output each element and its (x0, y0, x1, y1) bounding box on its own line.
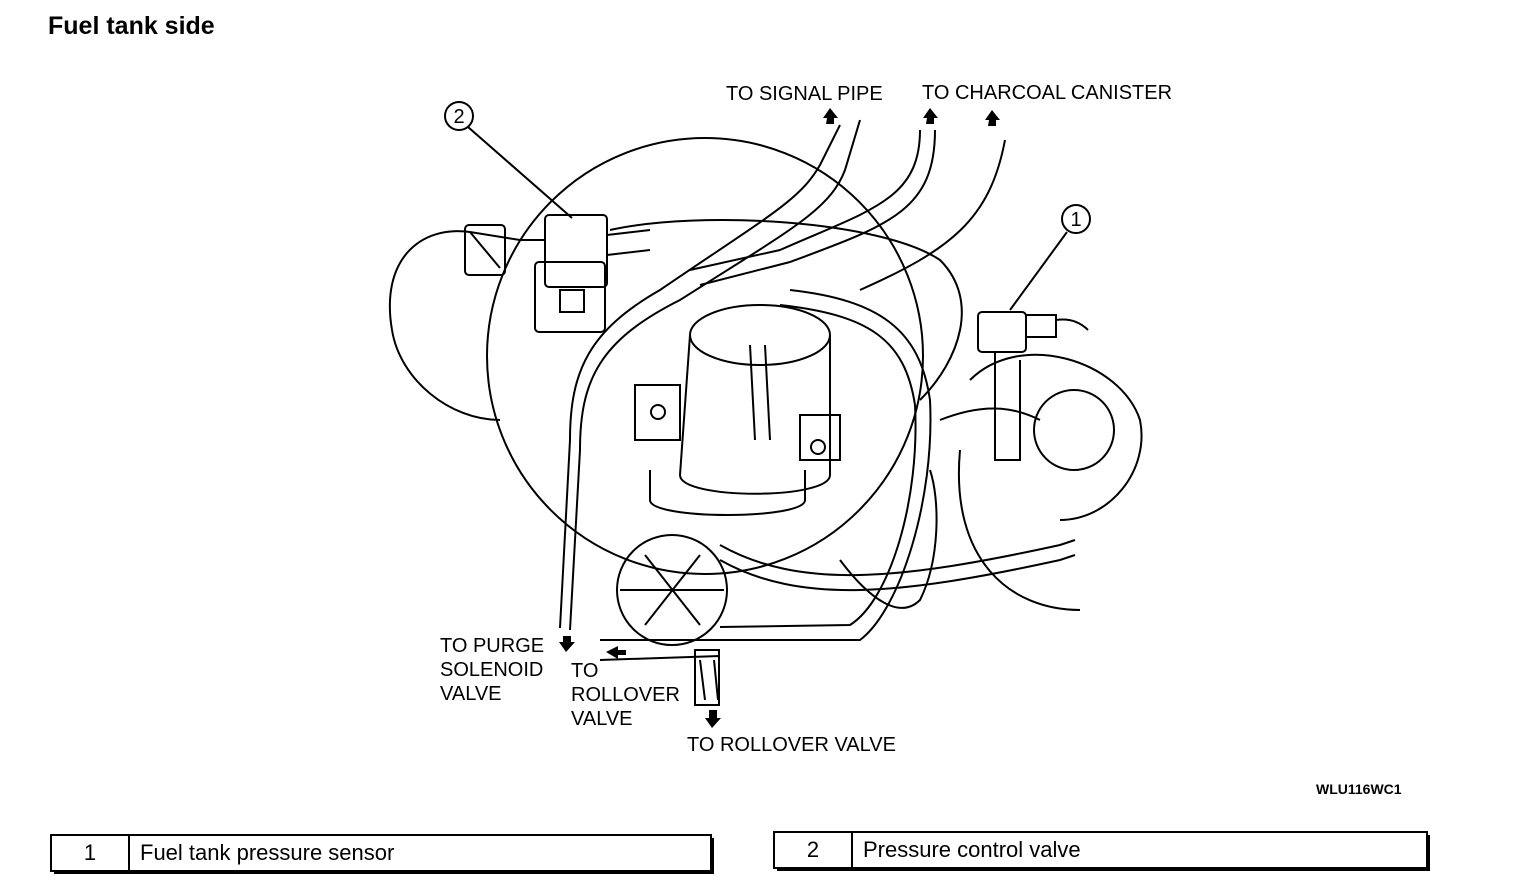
label-to-charcoal-canister: TO CHARCOAL CANISTER (922, 82, 1173, 104)
label-to-purge-solenoid-valve: TO PURGE SOLENOID VALVE (440, 635, 545, 705)
fuel-tank-pressure-sensor (977, 311, 1089, 461)
callout-1: 1 (1009, 204, 1091, 311)
legend-text: Fuel tank pressure sensor (128, 834, 712, 872)
label-to-rollover-valve-bottom: TO ROLLOVER VALVE (687, 734, 896, 756)
flow-arrows (559, 108, 1000, 728)
callout-2: 2 (444, 101, 573, 219)
label-to-rollover-valve-left: TO ROLLOVER VALVE (571, 660, 680, 730)
legend-text: Pressure control valve (851, 831, 1428, 869)
page-title: Fuel tank side (48, 12, 215, 40)
legend-item-1: 1 Fuel tank pressure sensor (50, 834, 712, 872)
svg-text:2: 2 (453, 106, 464, 128)
legend-item-2: 2 Pressure control valve (773, 831, 1428, 869)
detail-circle (486, 137, 924, 575)
figure-code: WLU116WC1 (1316, 781, 1402, 797)
label-to-signal-pipe: TO SIGNAL PIPE (726, 83, 883, 105)
legend-number: 1 (50, 834, 130, 872)
svg-text:1: 1 (1070, 209, 1081, 231)
pressure-control-valve (464, 214, 651, 333)
legend-number: 2 (773, 831, 853, 869)
charcoal-canister-body (634, 304, 841, 516)
